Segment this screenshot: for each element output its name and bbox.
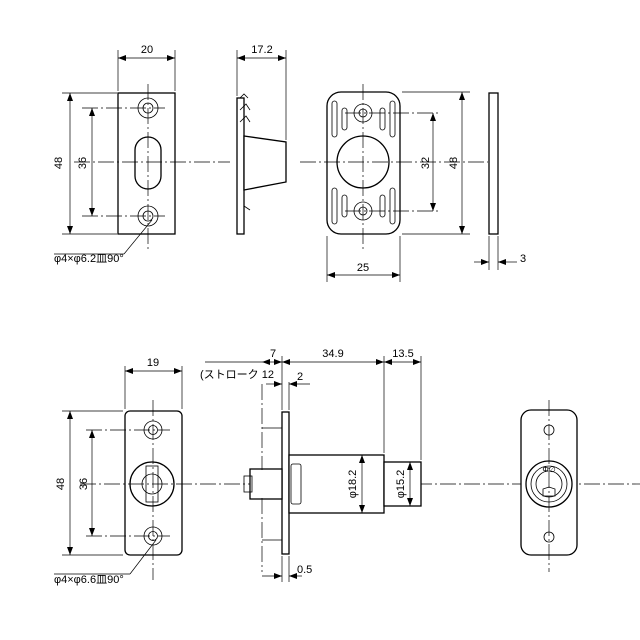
dim-body-length: 34.9	[322, 348, 343, 360]
dim-body-dia: φ18.2	[347, 470, 359, 499]
screw-note-bottom: φ4×φ6.6皿90°	[54, 574, 124, 586]
plate-edge-view: 3	[474, 92, 526, 270]
strike-side-lower-detail	[243, 190, 251, 214]
plate-edge-outline	[488, 92, 499, 235]
dim-plate-thickness: 3	[520, 253, 526, 265]
strike-side-box	[243, 135, 287, 191]
latch-front-view: 19 48 36 φ4×φ6.6皿90°	[54, 357, 640, 586]
dim-strike-height: 48	[53, 157, 65, 169]
dim-box-pitch: 32	[420, 157, 432, 169]
screw-note-top: φ4×φ6.2皿90°	[54, 253, 124, 265]
dim-box-width: 25	[357, 262, 369, 274]
strike-side-plate	[236, 97, 245, 235]
leader-line	[123, 219, 153, 255]
dim-bolt-length: 7	[270, 348, 276, 360]
dim-strike-width: 20	[141, 44, 153, 56]
dim-latch-width: 19	[147, 357, 159, 369]
strike-front-view: 20 48 36 φ4×φ6.2皿90°	[53, 44, 230, 265]
dim-cylinder-dia: φ15.2	[395, 470, 407, 499]
latch-bolt-tip	[243, 475, 253, 493]
latch-body	[288, 454, 385, 514]
strike-box-ribs	[331, 100, 396, 225]
stroke-note: (ストローク 12	[200, 368, 274, 381]
strike-box-view: 48 32 25	[300, 84, 488, 282]
strike-side-view: 17.2	[236, 44, 287, 235]
dim-cylinder-length: 13.5	[392, 348, 413, 360]
dim-latch-height: 48	[55, 478, 67, 490]
latch-side-plate	[281, 411, 290, 555]
latch-bolt	[249, 468, 283, 500]
keyway-icon	[542, 486, 556, 497]
latch-cylinder	[383, 461, 422, 507]
dim-strike-pitch: 36	[77, 157, 89, 169]
key-mark: Φ∅	[542, 465, 555, 474]
dim-plate-offset: 2	[297, 371, 303, 383]
latch-back-view: Φ∅	[520, 400, 578, 572]
strike-side-teeth	[239, 93, 251, 123]
latch-inner-detail	[290, 463, 302, 505]
leader-line	[129, 539, 157, 575]
dim-plate-thin: 0.5	[297, 564, 312, 576]
dim-strike-depth: 17.2	[251, 44, 272, 56]
dim-box-height: 48	[448, 157, 460, 169]
latch-side-view: 7 34.9 13.5 (ストローク 12 2 φ18.2 φ15.2 0.5	[200, 348, 422, 582]
dim-latch-pitch: 36	[78, 478, 90, 490]
